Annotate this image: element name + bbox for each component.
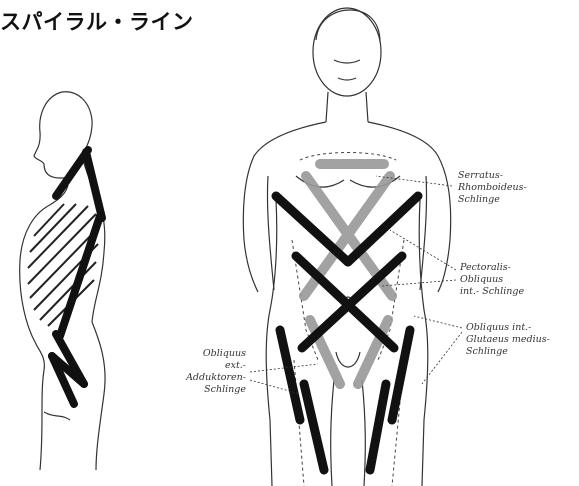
label-line: Obliquus [460,274,524,286]
label-line: Schlinge [180,384,246,396]
label-line: Adduktoren- [180,372,246,384]
label-serratus-rhomboideus: Serratus- Rhomboideus- Schlinge [458,170,527,206]
label-line: Glutaeus medius- [466,334,550,346]
label-line: Serratus- [458,170,527,182]
label-line: ext.- [180,360,246,372]
label-line: Rhomboideus- [458,182,527,194]
side-spiral-bands [52,150,102,404]
label-line: Obliquus [180,348,246,360]
label-obliquus-ext-adduktoren: Obliquus ext.- Adduktoren- Schlinge [180,348,246,396]
label-line: int.- Schlinge [460,286,524,298]
label-line: Pectoralis- [460,262,524,274]
label-pectoralis-obliquus: Pectoralis- Obliquus int.- Schlinge [460,262,524,298]
label-line: Obliquus int.- [466,322,550,334]
label-line: Schlinge [466,346,550,358]
label-line: Schlinge [458,194,527,206]
label-obliquus-int-glutaeus: Obliquus int.- Glutaeus medius- Schlinge [466,322,550,358]
front-view-figure [243,8,450,486]
